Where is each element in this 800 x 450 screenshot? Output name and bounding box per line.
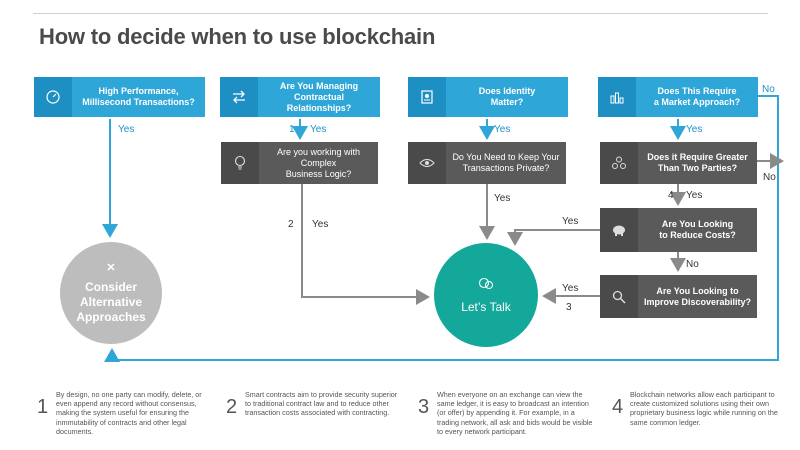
footnote-text: When everyone on an exchange can view th… bbox=[437, 390, 593, 436]
label-yes: Yes bbox=[118, 124, 135, 135]
question-text: Are You Looking to Reduce Costs? bbox=[659, 219, 736, 240]
chat-bubble-icon bbox=[478, 277, 494, 294]
label-yes: Yes bbox=[494, 124, 511, 135]
connector-d4-talk bbox=[507, 229, 600, 246]
question-complex-logic: Are you working with Complex Business Lo… bbox=[221, 142, 378, 184]
footnote-text: By design, no one party can modify, dele… bbox=[56, 390, 202, 436]
speedometer-icon bbox=[34, 77, 72, 117]
label-num-4: 4 bbox=[668, 190, 674, 201]
question-high-performance: High Performance, Millisecond Transactio… bbox=[34, 77, 205, 117]
magnifier-icon bbox=[600, 275, 638, 318]
question-text: Does it Require Greater Than Two Parties… bbox=[647, 152, 748, 173]
people-icon bbox=[600, 142, 638, 184]
question-private: Do You Need to Keep Your Transactions Pr… bbox=[408, 142, 566, 184]
label-yes: Yes bbox=[494, 193, 511, 204]
question-reduce-costs: Are You Looking to Reduce Costs? bbox=[600, 208, 757, 252]
label-no: No bbox=[763, 172, 776, 183]
lightbulb-icon bbox=[221, 142, 259, 184]
footnote-number: 1 bbox=[37, 396, 49, 418]
footnote-number: 4 bbox=[612, 396, 624, 418]
piggy-bank-icon bbox=[600, 208, 638, 252]
label-yes: Yes bbox=[686, 124, 703, 135]
question-text: Are You Looking to Improve Discoverabili… bbox=[643, 285, 752, 307]
label-yes: Yes bbox=[562, 283, 579, 294]
swap-arrows-icon bbox=[220, 77, 258, 117]
id-badge-icon bbox=[408, 77, 446, 117]
question-text: Do You Need to Keep Your Transactions Pr… bbox=[452, 152, 560, 173]
eye-icon bbox=[408, 142, 446, 184]
label-no: No bbox=[686, 259, 699, 270]
footnote-text: Blockchain networks allow each participa… bbox=[630, 390, 778, 427]
label-yes: Yes bbox=[312, 219, 329, 230]
question-text: Does Identity Matter? bbox=[478, 86, 536, 107]
page-title: How to decide when to use blockchain bbox=[39, 24, 436, 49]
question-text: Are You Managing Contractual Relationshi… bbox=[279, 80, 359, 113]
footnote-number: 2 bbox=[226, 396, 238, 418]
label-num-2: 2 bbox=[288, 219, 294, 230]
question-text: Are you working with Complex Business Lo… bbox=[276, 146, 361, 179]
circle-text: Consider Alternative Approaches bbox=[76, 280, 146, 324]
footnote-number: 3 bbox=[418, 396, 430, 418]
connector-no-loop bbox=[104, 95, 779, 362]
top-divider bbox=[33, 13, 768, 14]
question-discoverability: Are You Looking to Improve Discoverabili… bbox=[600, 275, 757, 318]
consider-alternatives-circle: ✕ Consider Alternative Approaches bbox=[60, 242, 162, 344]
footnote-text: Smart contracts aim to provide security … bbox=[245, 390, 398, 418]
question-text: High Performance, Millisecond Transactio… bbox=[82, 86, 195, 107]
circle-text: Let’s Talk bbox=[461, 299, 511, 314]
label-num-3: 3 bbox=[566, 302, 572, 313]
question-market: Does This Require a Market Approach? bbox=[598, 77, 758, 117]
label-no: No bbox=[762, 84, 775, 95]
bar-chart-icon bbox=[598, 77, 636, 117]
label-yes: Yes bbox=[562, 216, 579, 227]
connector-d1-talk bbox=[301, 184, 430, 305]
question-text: Does This Require a Market Approach? bbox=[653, 86, 741, 107]
lets-talk-circle: Let’s Talk bbox=[434, 243, 538, 347]
question-two-parties: Does it Require Greater Than Two Parties… bbox=[600, 142, 757, 184]
label-yes: Yes bbox=[310, 124, 327, 135]
label-yes: Yes bbox=[686, 190, 703, 201]
label-num-1: 1 bbox=[289, 124, 295, 135]
close-icon: ✕ bbox=[106, 262, 116, 274]
question-identity: Does Identity Matter? bbox=[408, 77, 568, 117]
question-contractual: Are You Managing Contractual Relationshi… bbox=[220, 77, 380, 117]
